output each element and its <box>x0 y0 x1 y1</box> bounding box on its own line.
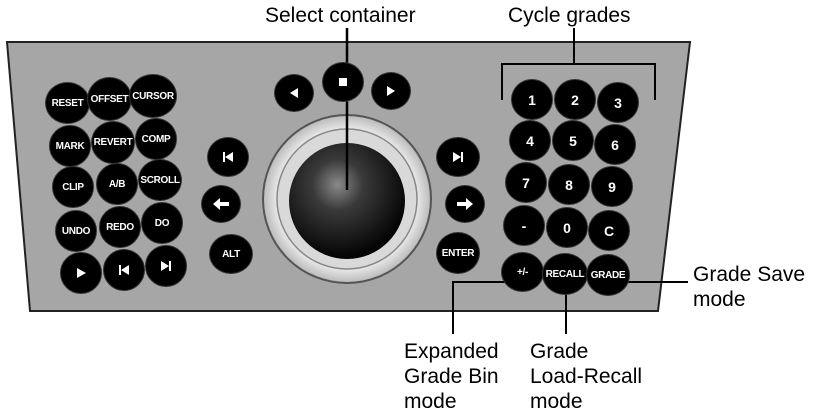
grade-label: GRADE <box>590 269 626 281</box>
offset-label: OFFSET <box>90 93 129 105</box>
key-4-label: 4 <box>526 132 534 149</box>
comp-label: COMP <box>141 133 171 145</box>
right-triangle-icon <box>387 86 395 96</box>
recall-button[interactable]: RECALL <box>542 253 588 295</box>
revert-label: REVERT <box>93 137 133 148</box>
grade-save-mode-line1: Grade Save <box>693 263 806 286</box>
key-minus-label: - <box>521 217 527 234</box>
key-0[interactable]: 0 <box>546 207 588 248</box>
key-0-label: 0 <box>563 219 571 236</box>
key-9-label: 9 <box>608 178 616 195</box>
offset-button[interactable]: OFFSET <box>87 77 132 121</box>
do-button[interactable]: DO <box>141 202 183 244</box>
right-button[interactable] <box>371 72 411 110</box>
reset-button[interactable]: RESET <box>45 82 90 124</box>
grade-save-mode-line2: mode <box>693 288 746 311</box>
cursor-label: CURSOR <box>132 90 174 102</box>
key-1-label: 1 <box>528 91 536 108</box>
load-recall-line2: Load-Recall <box>530 365 643 388</box>
plus-minus-label: +/- <box>516 266 529 278</box>
arrow-right-button[interactable] <box>445 185 485 223</box>
skip-back-side-button[interactable] <box>207 137 249 177</box>
skip-forward-side-button[interactable] <box>436 137 480 177</box>
key-clear-label: C <box>603 222 615 239</box>
expanded-grade-bin-label: Expanded Grade Bin mode <box>404 339 499 414</box>
mark-label: MARK <box>55 140 85 152</box>
stop-icon <box>339 78 347 86</box>
load-recall-line1: Grade <box>530 340 589 363</box>
left-triangle-icon <box>290 88 298 98</box>
skip-forward-icon <box>453 152 463 162</box>
skip-back-icon <box>119 265 129 275</box>
expanded-line2: Grade Bin <box>404 365 499 388</box>
scroll-button[interactable]: SCROLL <box>138 159 182 201</box>
skip-forward-button[interactable] <box>145 245 187 287</box>
alt-label: ALT <box>222 248 240 260</box>
revert-button[interactable]: REVERT <box>91 121 135 164</box>
key-8[interactable]: 8 <box>548 164 590 205</box>
ab-button[interactable]: A/B <box>96 163 138 205</box>
key-3-label: 3 <box>614 94 622 111</box>
key-5[interactable]: 5 <box>552 120 594 161</box>
skip-back-button[interactable] <box>103 249 145 291</box>
key-1[interactable]: 1 <box>511 79 553 120</box>
plus-minus-button[interactable]: +/- <box>501 252 544 292</box>
play-button[interactable] <box>60 252 102 294</box>
key-7[interactable]: 7 <box>505 162 547 203</box>
skip-back-icon <box>223 152 233 162</box>
key-2-label: 2 <box>571 91 579 108</box>
key-clear[interactable]: C <box>588 210 630 251</box>
key-3[interactable]: 3 <box>597 82 639 123</box>
left-button[interactable] <box>274 74 314 112</box>
mark-button[interactable]: MARK <box>49 125 91 167</box>
key-minus[interactable]: - <box>503 205 545 246</box>
key-5-label: 5 <box>569 132 577 149</box>
redo-button[interactable]: REDO <box>99 206 141 248</box>
undo-label: UNDO <box>61 225 91 237</box>
key-8-label: 8 <box>565 176 573 193</box>
key-7-label: 7 <box>522 174 530 191</box>
redo-label: REDO <box>106 221 134 233</box>
trackball[interactable] <box>289 143 405 259</box>
key-6-label: 6 <box>611 136 619 153</box>
do-label: DO <box>154 217 170 229</box>
key-9[interactable]: 9 <box>591 166 633 207</box>
key-6[interactable]: 6 <box>594 124 636 165</box>
grade-save-mode-label: Grade Save mode <box>693 262 805 312</box>
comp-button[interactable]: COMP <box>135 118 177 160</box>
enter-button[interactable]: ENTER <box>436 232 480 274</box>
clip-button[interactable]: CLIP <box>52 166 94 208</box>
load-recall-label: Grade Load-Recall mode <box>530 339 642 414</box>
clip-label: CLIP <box>62 181 84 193</box>
expanded-line3: mode <box>404 390 457 413</box>
undo-button[interactable]: UNDO <box>55 210 97 252</box>
arrow-right-icon <box>457 198 473 210</box>
arrow-left-button[interactable] <box>201 185 241 223</box>
play-icon <box>77 268 86 278</box>
alt-button[interactable]: ALT <box>209 234 253 274</box>
cycle-grades-bracket <box>501 63 656 100</box>
enter-label: ENTER <box>441 247 475 259</box>
expanded-line1: Expanded <box>404 340 499 363</box>
stop-button[interactable] <box>322 62 364 102</box>
ab-label: A/B <box>108 178 126 190</box>
key-4[interactable]: 4 <box>509 120 551 161</box>
expanded-grade-bin-leader <box>452 281 505 334</box>
skip-forward-icon <box>161 261 171 271</box>
arrow-left-icon <box>213 198 229 210</box>
key-2[interactable]: 2 <box>554 79 596 120</box>
grade-button[interactable]: GRADE <box>586 254 630 296</box>
recall-label: RECALL <box>545 268 585 280</box>
load-recall-line3: mode <box>530 390 583 413</box>
scroll-label: SCROLL <box>140 174 180 186</box>
select-container-label: Select container <box>265 4 416 27</box>
reset-label: RESET <box>51 97 84 109</box>
cursor-button[interactable]: CURSOR <box>129 74 177 118</box>
cycle-grades-label: Cycle grades <box>508 4 631 27</box>
